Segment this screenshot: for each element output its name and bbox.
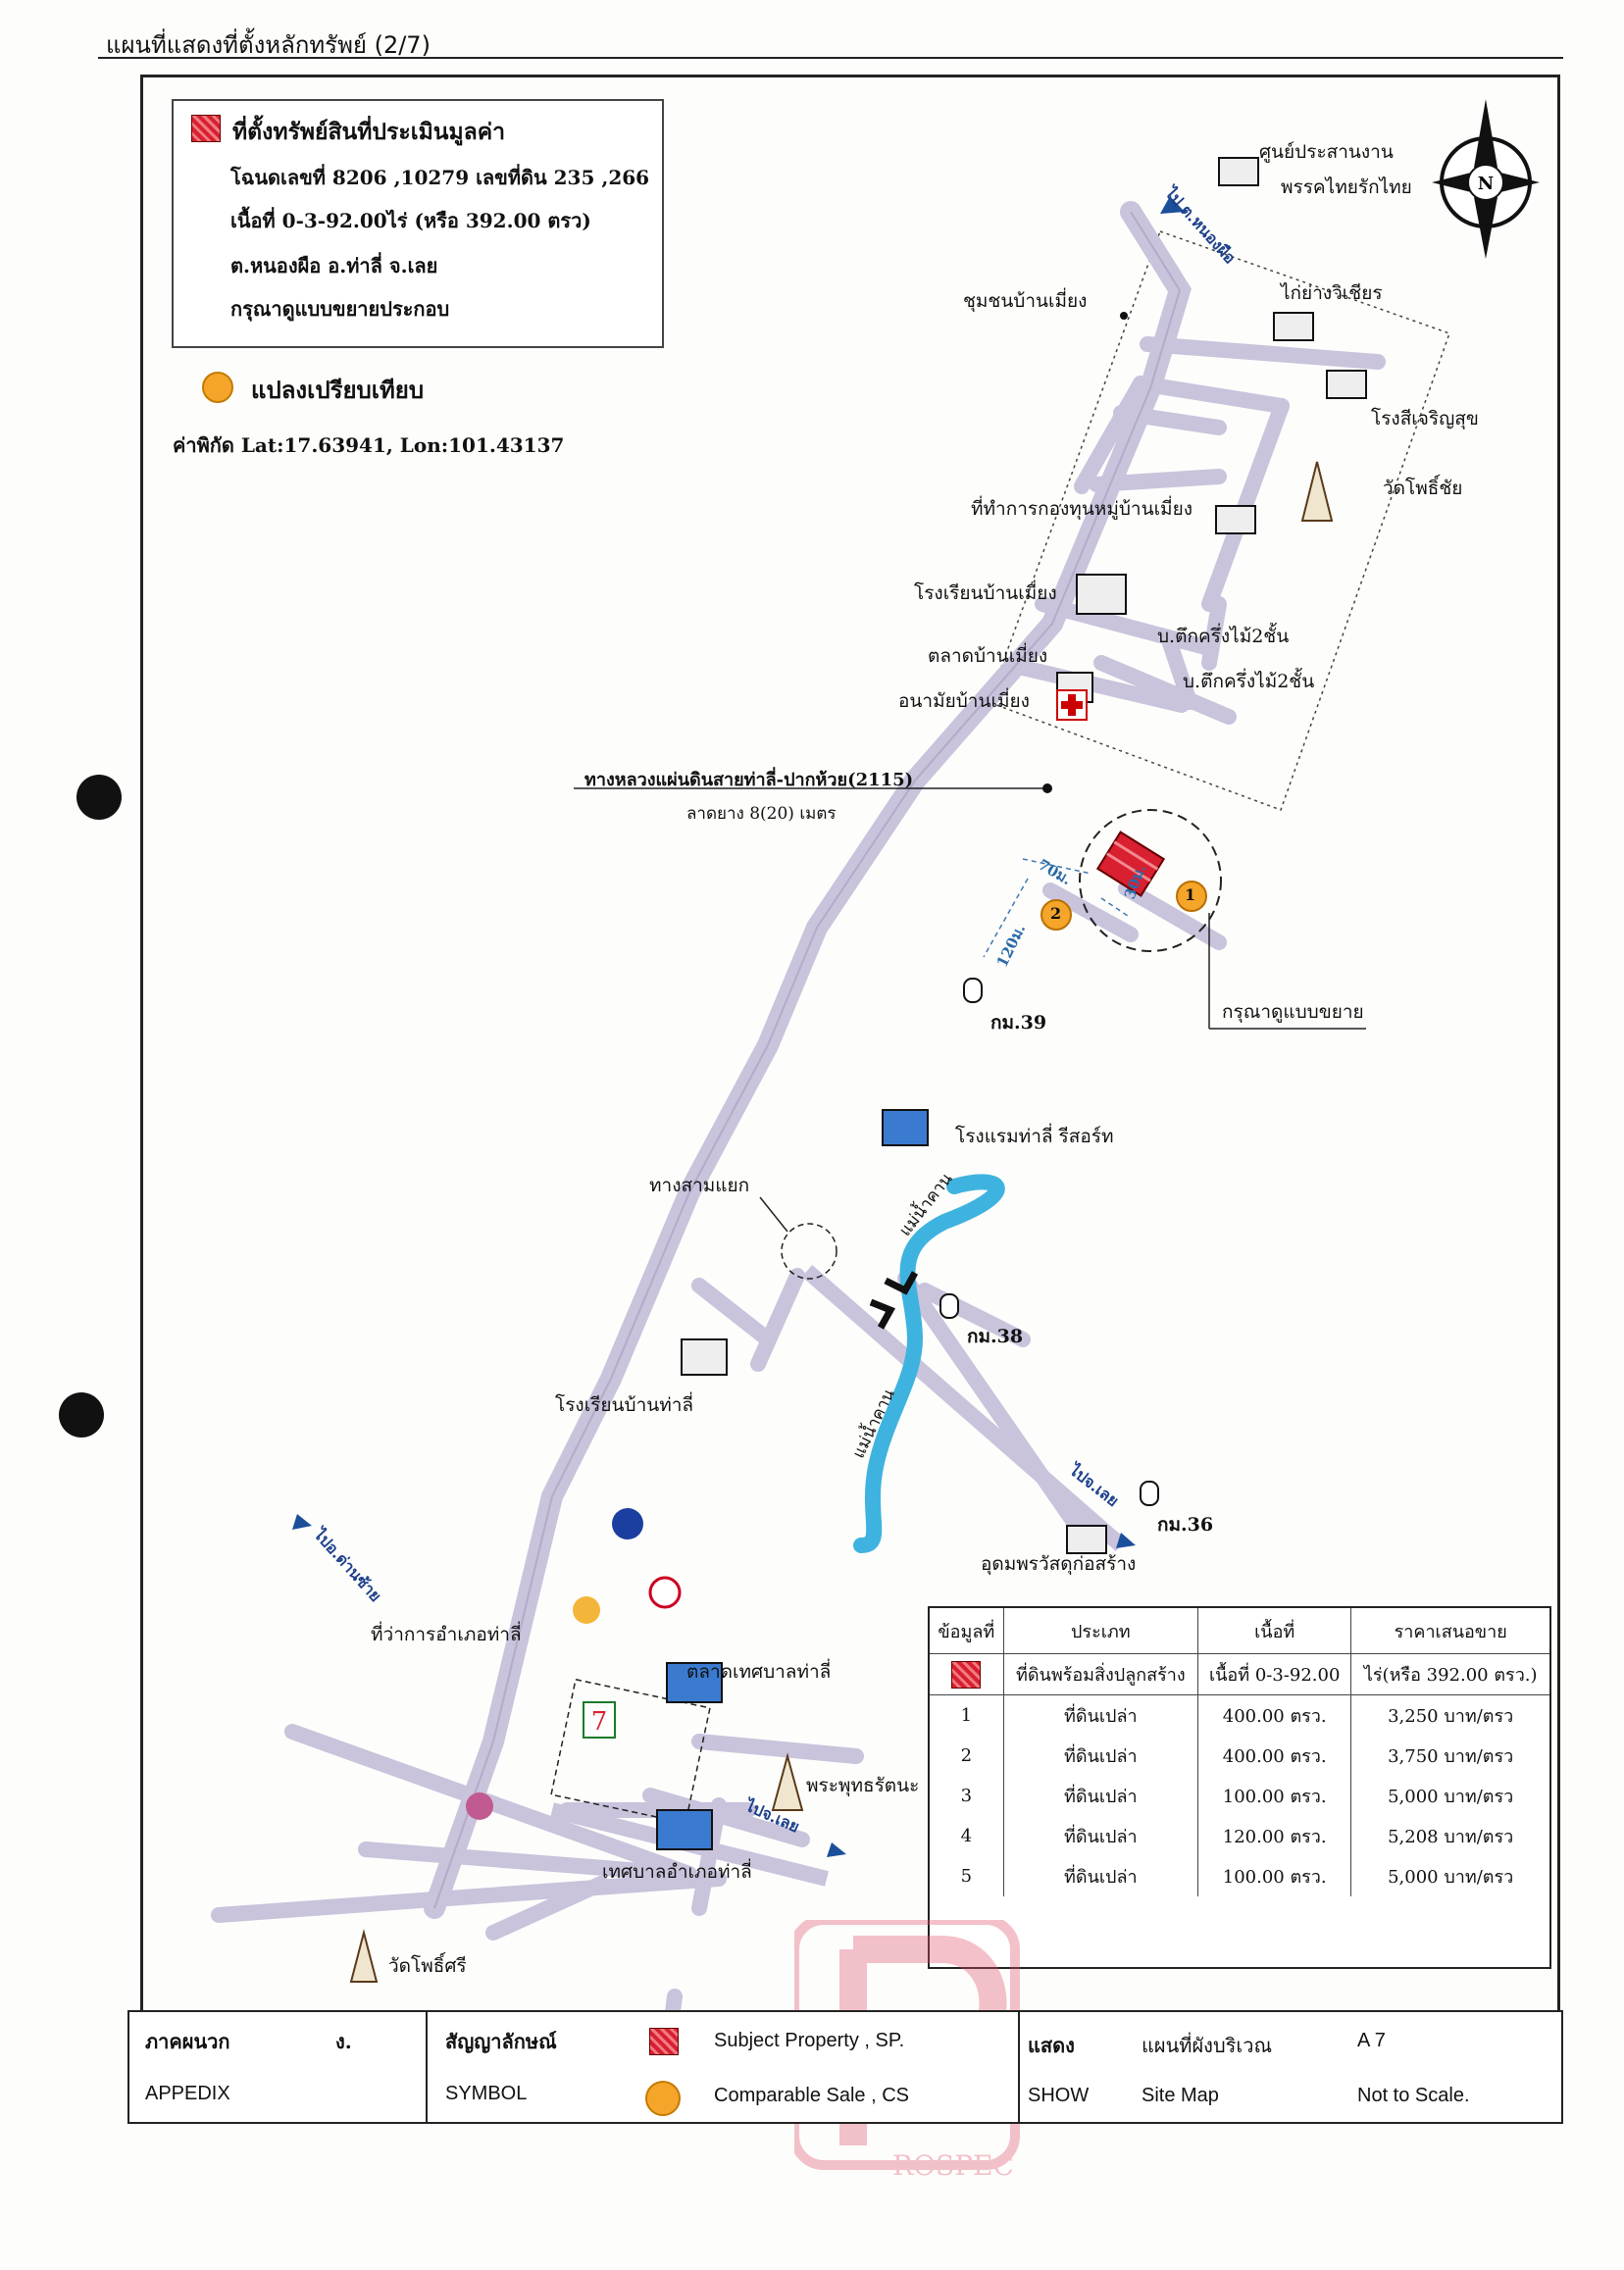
north-arrow-icon: N [1432,99,1540,259]
gas-station-icon [612,1508,643,1539]
footer-comparable-en: Comparable Sale , CS [714,2085,909,2106]
footer-show-th: แสดง [1028,2034,1075,2057]
table-row-subject: ที่ดินพร้อมสิ่งปลูกสร้าง เนื้อที่ 0-3-92… [930,1653,1549,1695]
label-health-miang: อนามัยบ้านเมี่ยง [898,690,1030,712]
enlarged-area-circle [1079,809,1222,952]
label-chicken-shop: ไก่ย่างวิเชียร [1281,282,1383,304]
comparable-1-marker [1176,881,1207,912]
punch-hole-top [76,775,122,820]
legend-box: ที่ตั้งทรัพย์สินที่ประเมินมูลค่า โฉนดเลข… [172,99,664,348]
label-construction: อุดมพรวัสดุก่อสร้าง [981,1553,1137,1575]
label-comparable-2: 2 [1050,904,1062,923]
label-km38: กม.38 [967,1326,1024,1347]
header-divider [98,57,1563,59]
legend-deed: โฉนดเลขที่ 8206 ,10279 เลขที่ดิน 235 ,26… [230,166,650,189]
footer-subject-symbol [649,2028,679,2055]
market-area [550,1678,711,1825]
table-header-area: เนื้อที่ [1196,1608,1351,1654]
footer-symbol-en: SYMBOL [445,2083,528,2104]
label-km39: กม.39 [990,1012,1047,1034]
table-row: 1 ที่ดินเปล่า 400.00 ตรว. 3,250 บาท/ตรว [930,1694,1549,1736]
label-wat-phosri: วัดโพธิ์ศรี [388,1955,467,1977]
subject-property-symbol [191,115,221,142]
table-header-type: ประเภท [1002,1608,1198,1654]
label-school-thali: โรงเรียนบ้านท่าลี่ [555,1394,694,1416]
label-market-miang: ตลาดบ้านเมี่ยง [928,645,1048,667]
footer-scale: Not to Scale. [1357,2085,1470,2106]
legend-coordinates: ค่าพิกัด Lat:17.63941, Lon:101.43137 [173,433,565,457]
legend-subject-title: ที่ตั้งทรัพย์สินที่ประเมินมูลค่า [232,119,506,145]
subject-area: เนื้อที่ 0-3-92.00 [1196,1653,1351,1695]
label-highway-surface: ลาดยาง 8(20) เมตร [686,804,837,824]
footer-symbol-th: สัญญาลักษณ์ [445,2030,557,2053]
footer-map-en: Site Map [1142,2085,1219,2106]
bridge-icon [869,1271,919,1330]
label-junction: ทางสามแยก [649,1175,750,1196]
legend-location: ต.หนองผือ อ.ท่าลี่ จ.เลย [230,254,438,277]
seven-eleven-label: 7 [591,1707,608,1737]
footer-code: A 7 [1357,2030,1386,2051]
table-row: 3 ที่ดินเปล่า 100.00 ตรว. 5,000 บาท/ตรว [930,1776,1549,1816]
community-boundary [988,230,1450,811]
label-wat-phochai: วัดโพธิ์ชัย [1383,478,1463,499]
stamp-text: ROSPEC [892,2149,1014,2182]
footer-appendix-th: ภาคผนวก [145,2030,230,2053]
footer-map-th: แผนที่ผังบริเวณ [1142,2034,1273,2057]
label-see-enlarged: กรุณาดูแบบขยาย [1222,1001,1364,1023]
secondary-roads [211,336,1386,2011]
bank-icon [573,1596,600,1624]
km-post-icons [939,978,1159,1506]
label-municipality: เทศบาลอำเภอท่าลี่ [602,1861,752,1883]
clock-icon [648,1576,682,1609]
table-row: 4 ที่ดินเปล่า 120.00 ตรว. 5,208 บาท/ตรว [930,1816,1549,1856]
direction-arrows [292,196,1185,1857]
label-house-2: บ.ตึกครึ่งไม้2ชั้น [1183,671,1315,692]
comparables-table: ข้อมูลที่ ประเภท เนื้อที่ ราคาเสนอขาย ที… [928,1606,1551,1969]
river-khan [853,1174,1005,1553]
label-municipal-market: ตลาดเทศบาลท่าลี่ [686,1661,832,1683]
junction-circle [781,1223,837,1280]
label-rice-mill: โรงสีเจริญสุข [1371,408,1479,429]
legend-area: เนื้อที่ 0-3-92.00ไร่ (หรือ 392.00 ตรว) [230,209,591,232]
label-comparable-1: 1 [1185,885,1196,904]
legend-note: กรุณาดูแบบขยายประกอบ [230,297,450,321]
label-resort: โรงแรมท่าลี่ รีสอร์ท [955,1126,1114,1147]
shop-icon [466,1792,493,1820]
label-km36: กม.36 [1157,1514,1214,1536]
label-house-1: บ.ตึกครึ่งไม้2ชั้น [1157,626,1290,647]
north-label: N [1478,174,1494,194]
footer-box: ภาคผนวก ง. APPEDIX สัญญาลักษณ์ SYMBOL Su… [127,2010,1563,2124]
comparable-symbol [202,372,233,403]
label-community: ชุมชนบ้านเมี่ยง [963,290,1088,312]
label-phra-buddha: พระพุทธรัตนะ [806,1775,920,1796]
footer-appendix-en: APPEDIX [145,2083,230,2104]
table-row: 5 ที่ดินเปล่า 100.00 ตรว. 5,000 บาท/ตรว [930,1856,1549,1896]
subject-property-symbol [951,1660,982,1689]
seven-eleven-icon: 7 [583,1701,616,1739]
label-district-office: ที่ว่าการอำเภอท่าลี่ [371,1624,522,1645]
punch-hole-bottom [59,1392,104,1438]
site-map: 7 [211,157,1450,2011]
subject-type: ที่ดินพร้อมสิ่งปลูกสร้าง [1002,1653,1198,1695]
label-highway: ทางหลวงแผ่นดินสายท่าลี่-ปากห้วย(2115) [584,770,914,790]
subject-price: ไร่(หรือ 392.00 ตรว.) [1350,1653,1549,1695]
table-header-no: ข้อมูลที่ [930,1608,1004,1654]
label-party-center-2: พรรคไทยรักไทย [1281,177,1412,198]
legend-comparable-label: แปลงเปรียบเทียบ [251,376,425,404]
footer-show-en: SHOW [1028,2085,1090,2106]
building-icons [656,157,1367,1850]
label-village-fund: ที่ทำการกองทุนหมู่บ้านเมี่ยง [971,498,1193,520]
temple-icons [349,461,1334,1983]
footer-appendix-letter: ง. [335,2030,352,2053]
health-center-icon [1056,689,1088,721]
comparable-2-marker [1040,899,1072,931]
table-header-price: ราคาเสนอขาย [1350,1608,1549,1654]
label-school-miang: โรงเรียนบ้านเมี่ยง [914,582,1057,604]
page-title: แผนที่แสดงที่ตั้งหลักทรัพย์ (2/7) [106,31,431,59]
footer-subject-en: Subject Property , SP. [714,2030,905,2051]
subject-property [1095,831,1166,897]
label-party-center: ศูนย์ประสานงาน [1259,141,1394,163]
table-row: 2 ที่ดินเปล่า 400.00 ตรว. 3,750 บาท/ตรว [930,1736,1549,1776]
footer-comparable-symbol [645,2081,681,2116]
